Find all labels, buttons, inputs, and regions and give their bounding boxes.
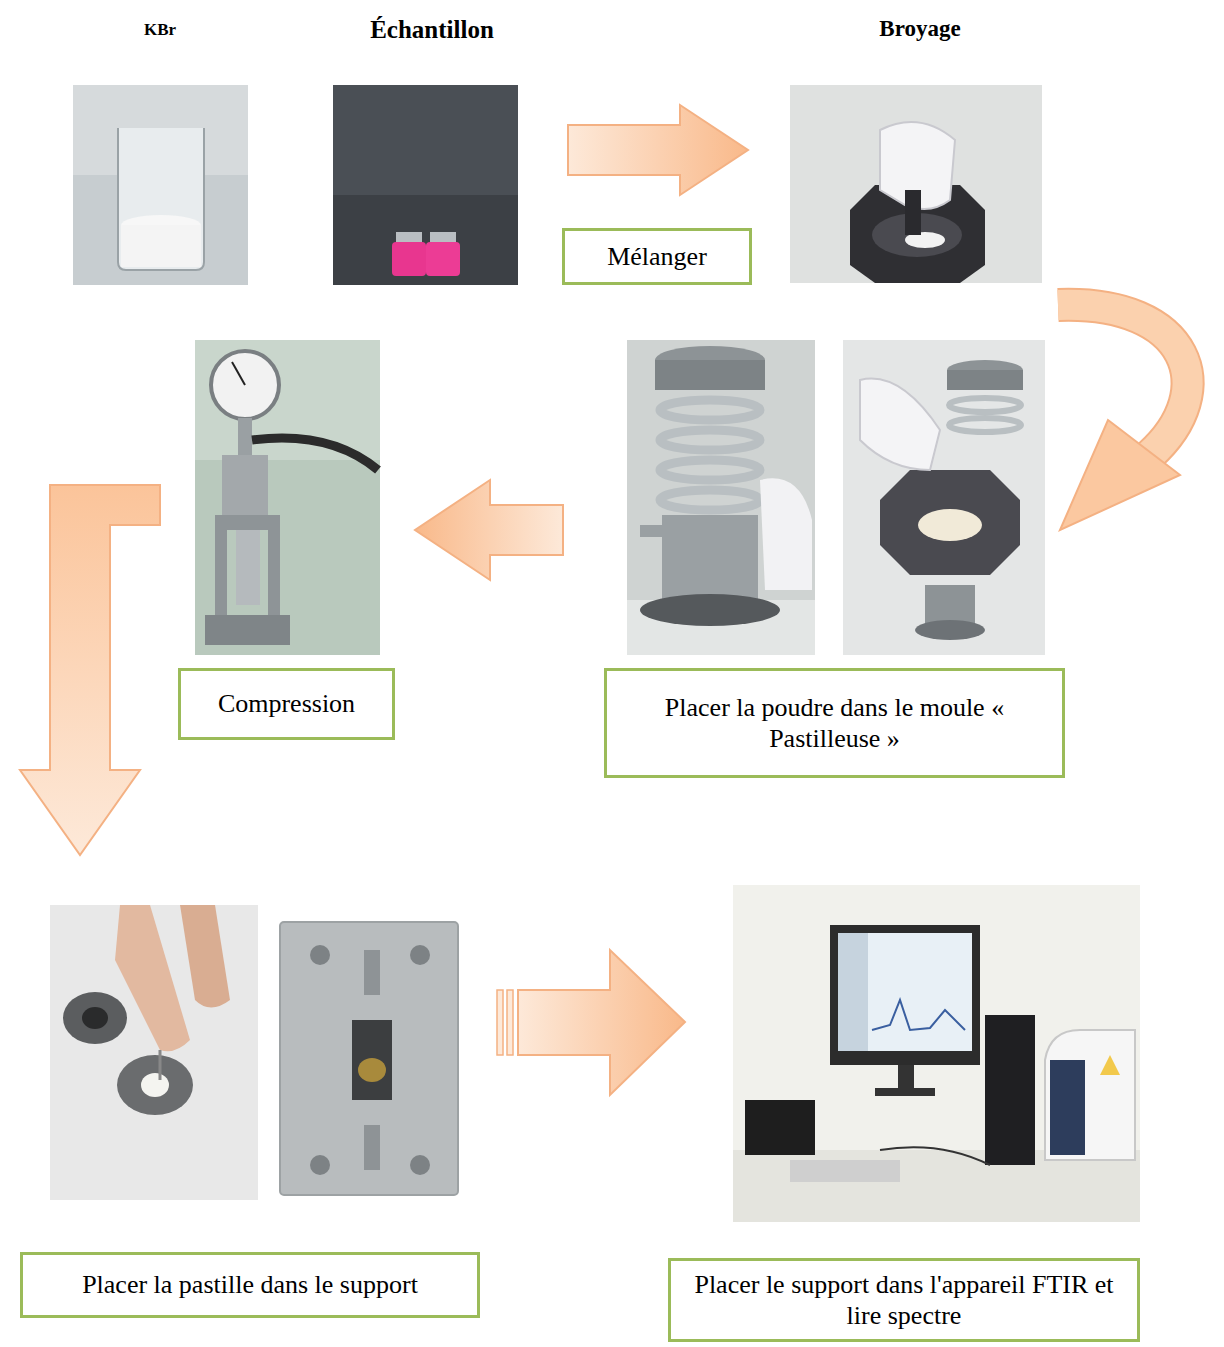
step-label: Mélanger (607, 241, 707, 272)
step-heading: Broyage (879, 16, 960, 42)
step-label: Placer le support dans l'appareil FTIR e… (683, 1269, 1125, 1331)
grinding-photo (790, 85, 1042, 283)
flow-arrow (415, 480, 563, 580)
powder-loading-photo (843, 340, 1045, 655)
step-box: Mélanger (562, 228, 752, 285)
step-box: Placer la poudre dans le moule « Pastill… (604, 668, 1065, 778)
flow-arrow (568, 105, 748, 195)
kbr-photo (73, 85, 248, 285)
step-heading: KBr (144, 20, 176, 40)
flow-arrow (497, 950, 685, 1095)
pellet-photo (50, 905, 258, 1200)
step-heading: Échantillon (370, 16, 494, 44)
hydraulic-press-photo (195, 340, 380, 655)
step-box: Compression (178, 668, 395, 740)
step-box: Placer le support dans l'appareil FTIR e… (668, 1258, 1140, 1342)
step-box: Placer la pastille dans le support (20, 1252, 480, 1318)
sample-holder-photo (280, 922, 458, 1195)
curved-flow-arrow (1058, 305, 1188, 530)
sample-photo (333, 85, 518, 285)
ftir-setup-photo (733, 885, 1140, 1222)
step-label: Compression (218, 688, 355, 719)
flow-arrow (20, 485, 160, 855)
step-label: Placer la pastille dans le support (82, 1269, 418, 1300)
press-die-photo (627, 340, 815, 655)
step-label: Placer la poudre dans le moule « Pastill… (619, 692, 1050, 754)
